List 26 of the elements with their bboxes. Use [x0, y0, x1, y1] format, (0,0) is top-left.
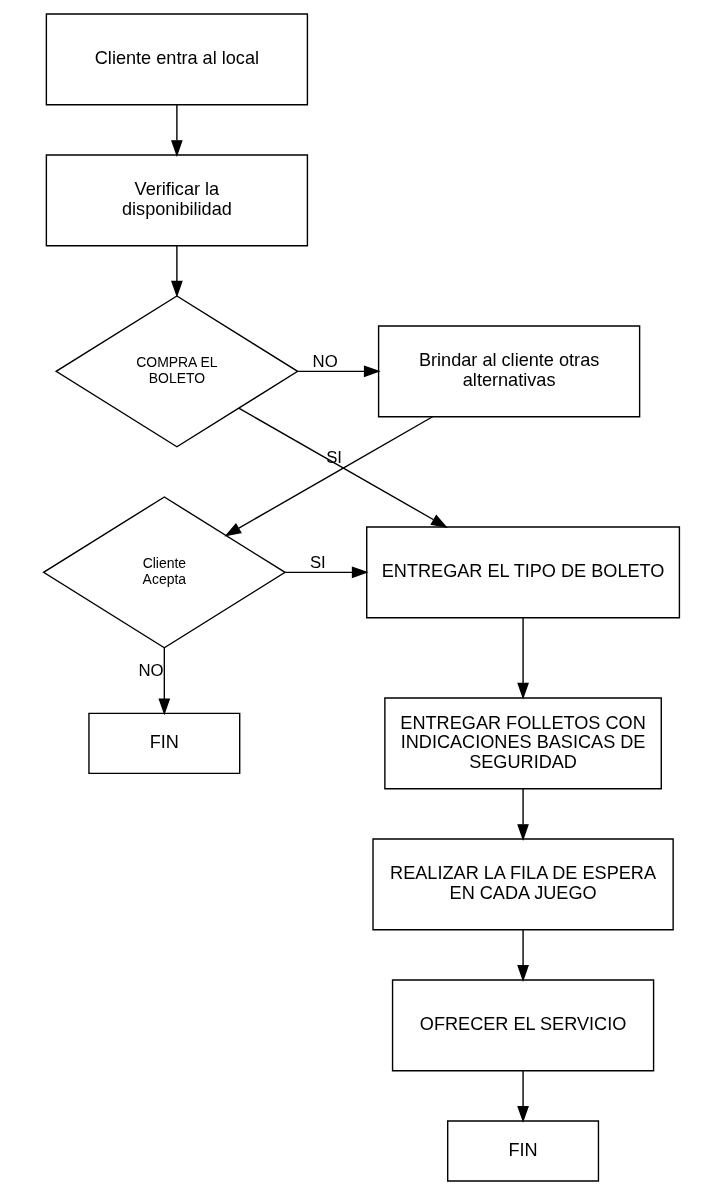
arrow — [224, 416, 434, 537]
edge-label: SI — [309, 552, 326, 572]
arrow — [517, 788, 529, 841]
arrow — [517, 617, 529, 700]
node-box: Cliente entra al local — [45, 13, 309, 106]
node-box: ENTREGAR EL TIPO DE BOLETO — [366, 526, 681, 619]
arrow — [284, 566, 369, 579]
arrow — [171, 245, 183, 298]
arrow — [517, 929, 529, 982]
node-box: ENTREGAR FOLLETOS CON INDICACIONES BASICAS DE SEGURIDAD — [384, 697, 662, 790]
node-box: OFRECER EL SERVICIO — [391, 979, 655, 1072]
node-box: FIN — [447, 1120, 600, 1182]
node-diamond: COMPRA EL BOLETO — [54, 295, 299, 448]
edge-label: NO — [138, 660, 164, 680]
node-box: REALIZAR LA FILA DE ESPERA EN CADA JUEGO — [372, 838, 674, 931]
arrow — [297, 365, 381, 378]
edge-label: SI — [326, 447, 342, 467]
edge-label: NO — [312, 351, 338, 371]
node-box: FIN — [88, 712, 241, 775]
arrow — [238, 407, 448, 528]
arrow — [171, 104, 183, 157]
arrow — [158, 647, 171, 716]
node-diamond: Cliente Acepta — [42, 496, 287, 649]
node-box: Brindar al cliente otras alternativas — [377, 325, 641, 418]
node-box: Verificar la disponibilidad — [45, 154, 309, 247]
arrow — [517, 1070, 529, 1123]
